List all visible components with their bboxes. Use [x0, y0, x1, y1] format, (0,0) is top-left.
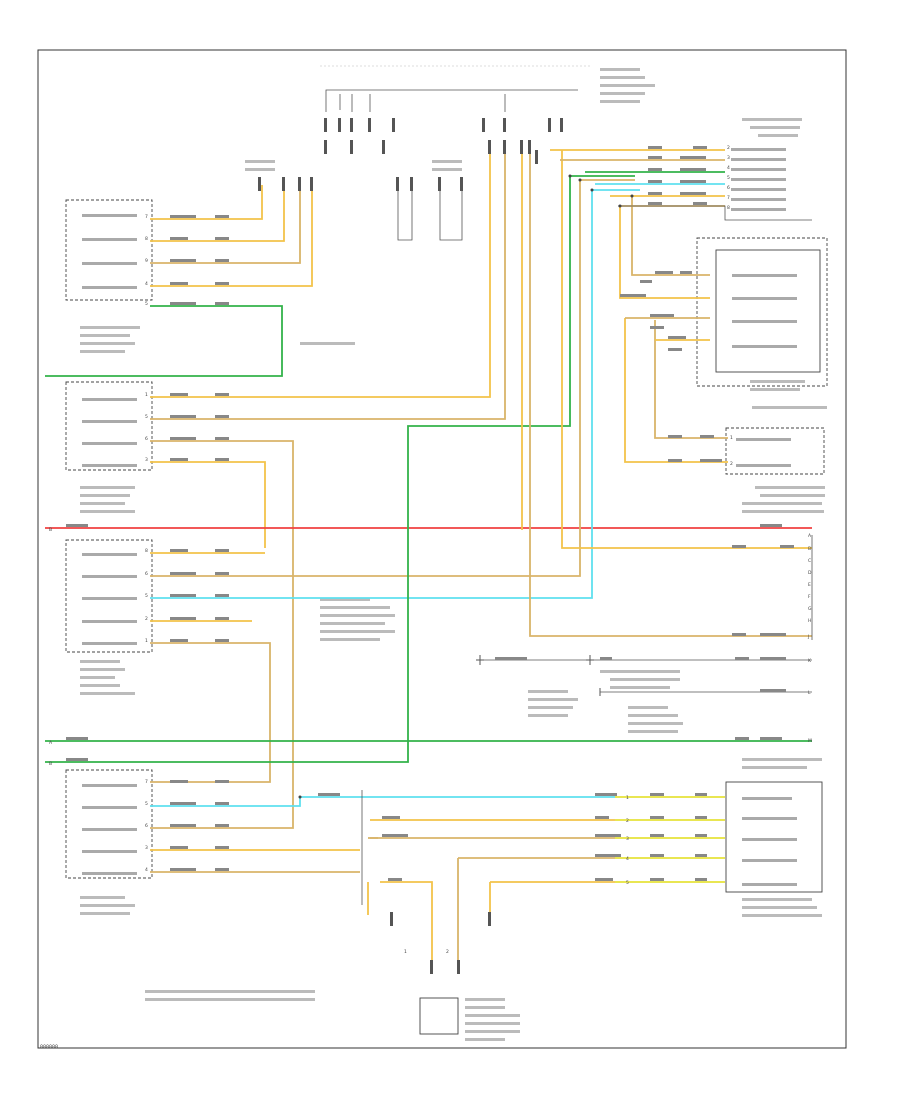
svg-text:B: B: [49, 527, 52, 533]
svg-text:7: 7: [145, 214, 148, 220]
svg-text:J: J: [807, 634, 809, 640]
svg-text:5: 5: [145, 801, 148, 807]
svg-text:1: 1: [145, 638, 148, 644]
svg-text:5: 5: [626, 880, 629, 886]
module-box-7: [725, 427, 825, 475]
junctions: [298, 174, 634, 799]
module-box-3: [65, 539, 153, 653]
svg-text:8: 8: [145, 236, 148, 242]
svg-text:2: 2: [145, 616, 148, 622]
wire-color-codes: [66, 146, 794, 881]
connector-pins: [258, 118, 563, 974]
pin-numbers: 78 94 51 56 38 65 21 75 63 4 23 45 67 8 …: [49, 145, 812, 955]
module-box-6: [696, 237, 828, 387]
svg-text:B: B: [808, 546, 811, 552]
svg-text:1: 1: [145, 392, 148, 398]
module-box-1: [65, 199, 153, 301]
svg-text:F: F: [808, 594, 811, 600]
diagram-frame: [37, 49, 847, 1049]
svg-text:2: 2: [626, 818, 629, 824]
svg-text:3: 3: [626, 836, 629, 842]
svg-text:K: K: [808, 658, 812, 664]
svg-text:1: 1: [404, 949, 407, 955]
svg-text:8: 8: [727, 205, 730, 211]
svg-text:E: E: [808, 582, 811, 588]
svg-text:7: 7: [145, 779, 148, 785]
svg-text:3: 3: [145, 457, 148, 463]
svg-text:A: A: [49, 740, 53, 746]
svg-text:H: H: [808, 618, 811, 624]
svg-text:6: 6: [145, 571, 148, 577]
svg-text:6: 6: [145, 823, 148, 829]
svg-text:3: 3: [145, 845, 148, 851]
svg-text:A: A: [808, 533, 812, 539]
diagram-code: 000000: [40, 1044, 58, 1050]
svg-text:4: 4: [145, 867, 148, 873]
ground-symbols: [476, 655, 601, 696]
svg-text:2: 2: [446, 949, 449, 955]
svg-text:8: 8: [145, 548, 148, 554]
svg-text:5: 5: [727, 175, 730, 181]
module-box-5: [715, 249, 821, 373]
wires: [45, 145, 812, 960]
module-box-9: [419, 997, 459, 1035]
svg-text:B: B: [49, 761, 52, 767]
svg-text:5: 5: [145, 301, 148, 307]
svg-text:6: 6: [727, 185, 730, 191]
svg-text:4: 4: [145, 281, 148, 287]
svg-text:2: 2: [730, 461, 733, 467]
module-box-4: [65, 769, 153, 879]
svg-text:6: 6: [145, 436, 148, 442]
module-box-2: [65, 381, 153, 471]
svg-text:M: M: [808, 738, 812, 744]
svg-text:G: G: [808, 606, 812, 612]
right-modules: [145, 68, 828, 1041]
svg-text:2: 2: [727, 145, 730, 151]
svg-text:4: 4: [626, 856, 629, 862]
svg-text:5: 5: [145, 414, 148, 420]
svg-text:7: 7: [727, 195, 730, 201]
svg-text:1: 1: [730, 435, 733, 441]
svg-text:3: 3: [727, 155, 730, 161]
thin-lines: [325, 89, 813, 905]
svg-text:5: 5: [145, 593, 148, 599]
svg-text:L: L: [808, 690, 811, 696]
svg-text:1: 1: [626, 795, 629, 801]
left-modules: [65, 199, 153, 915]
module-box-8: [725, 781, 823, 893]
svg-text:D: D: [808, 570, 812, 576]
svg-text:C: C: [808, 558, 811, 564]
svg-text:9: 9: [145, 258, 148, 264]
svg-text:4: 4: [727, 165, 730, 171]
